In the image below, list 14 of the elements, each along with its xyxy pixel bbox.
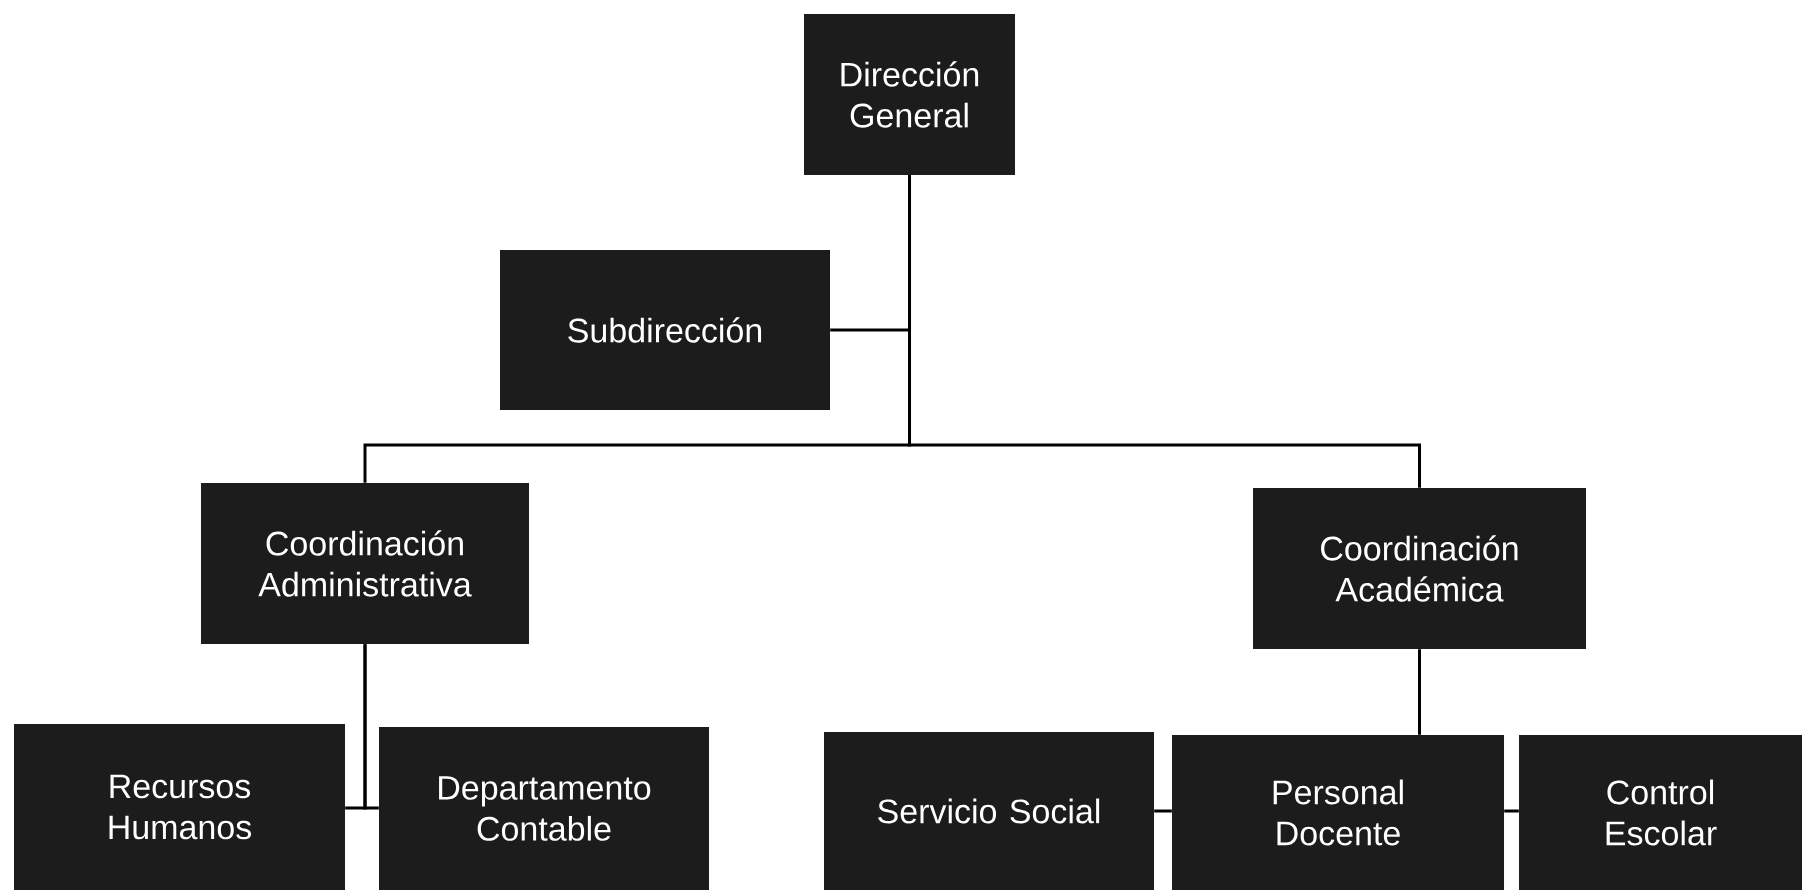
org-box: Coordinación Administrativa bbox=[201, 483, 529, 644]
org-box: Control Escolar bbox=[1519, 735, 1802, 890]
org-box: Personal Docente bbox=[1172, 735, 1504, 890]
org-box: Servicio Social bbox=[824, 732, 1154, 890]
org-box: Departamento Contable bbox=[379, 727, 709, 890]
connector-line bbox=[1154, 809, 1172, 813]
connector-line bbox=[1418, 649, 1421, 735]
connector-line bbox=[1504, 809, 1519, 813]
connector-line bbox=[363, 644, 379, 810]
connector-line bbox=[908, 175, 1421, 488]
org-box: Coordinación Académica bbox=[1253, 488, 1586, 649]
org-box: Subdirección bbox=[500, 250, 830, 410]
org-box: Dirección General bbox=[804, 14, 1015, 175]
org-box: Recursos Humanos bbox=[14, 724, 345, 890]
